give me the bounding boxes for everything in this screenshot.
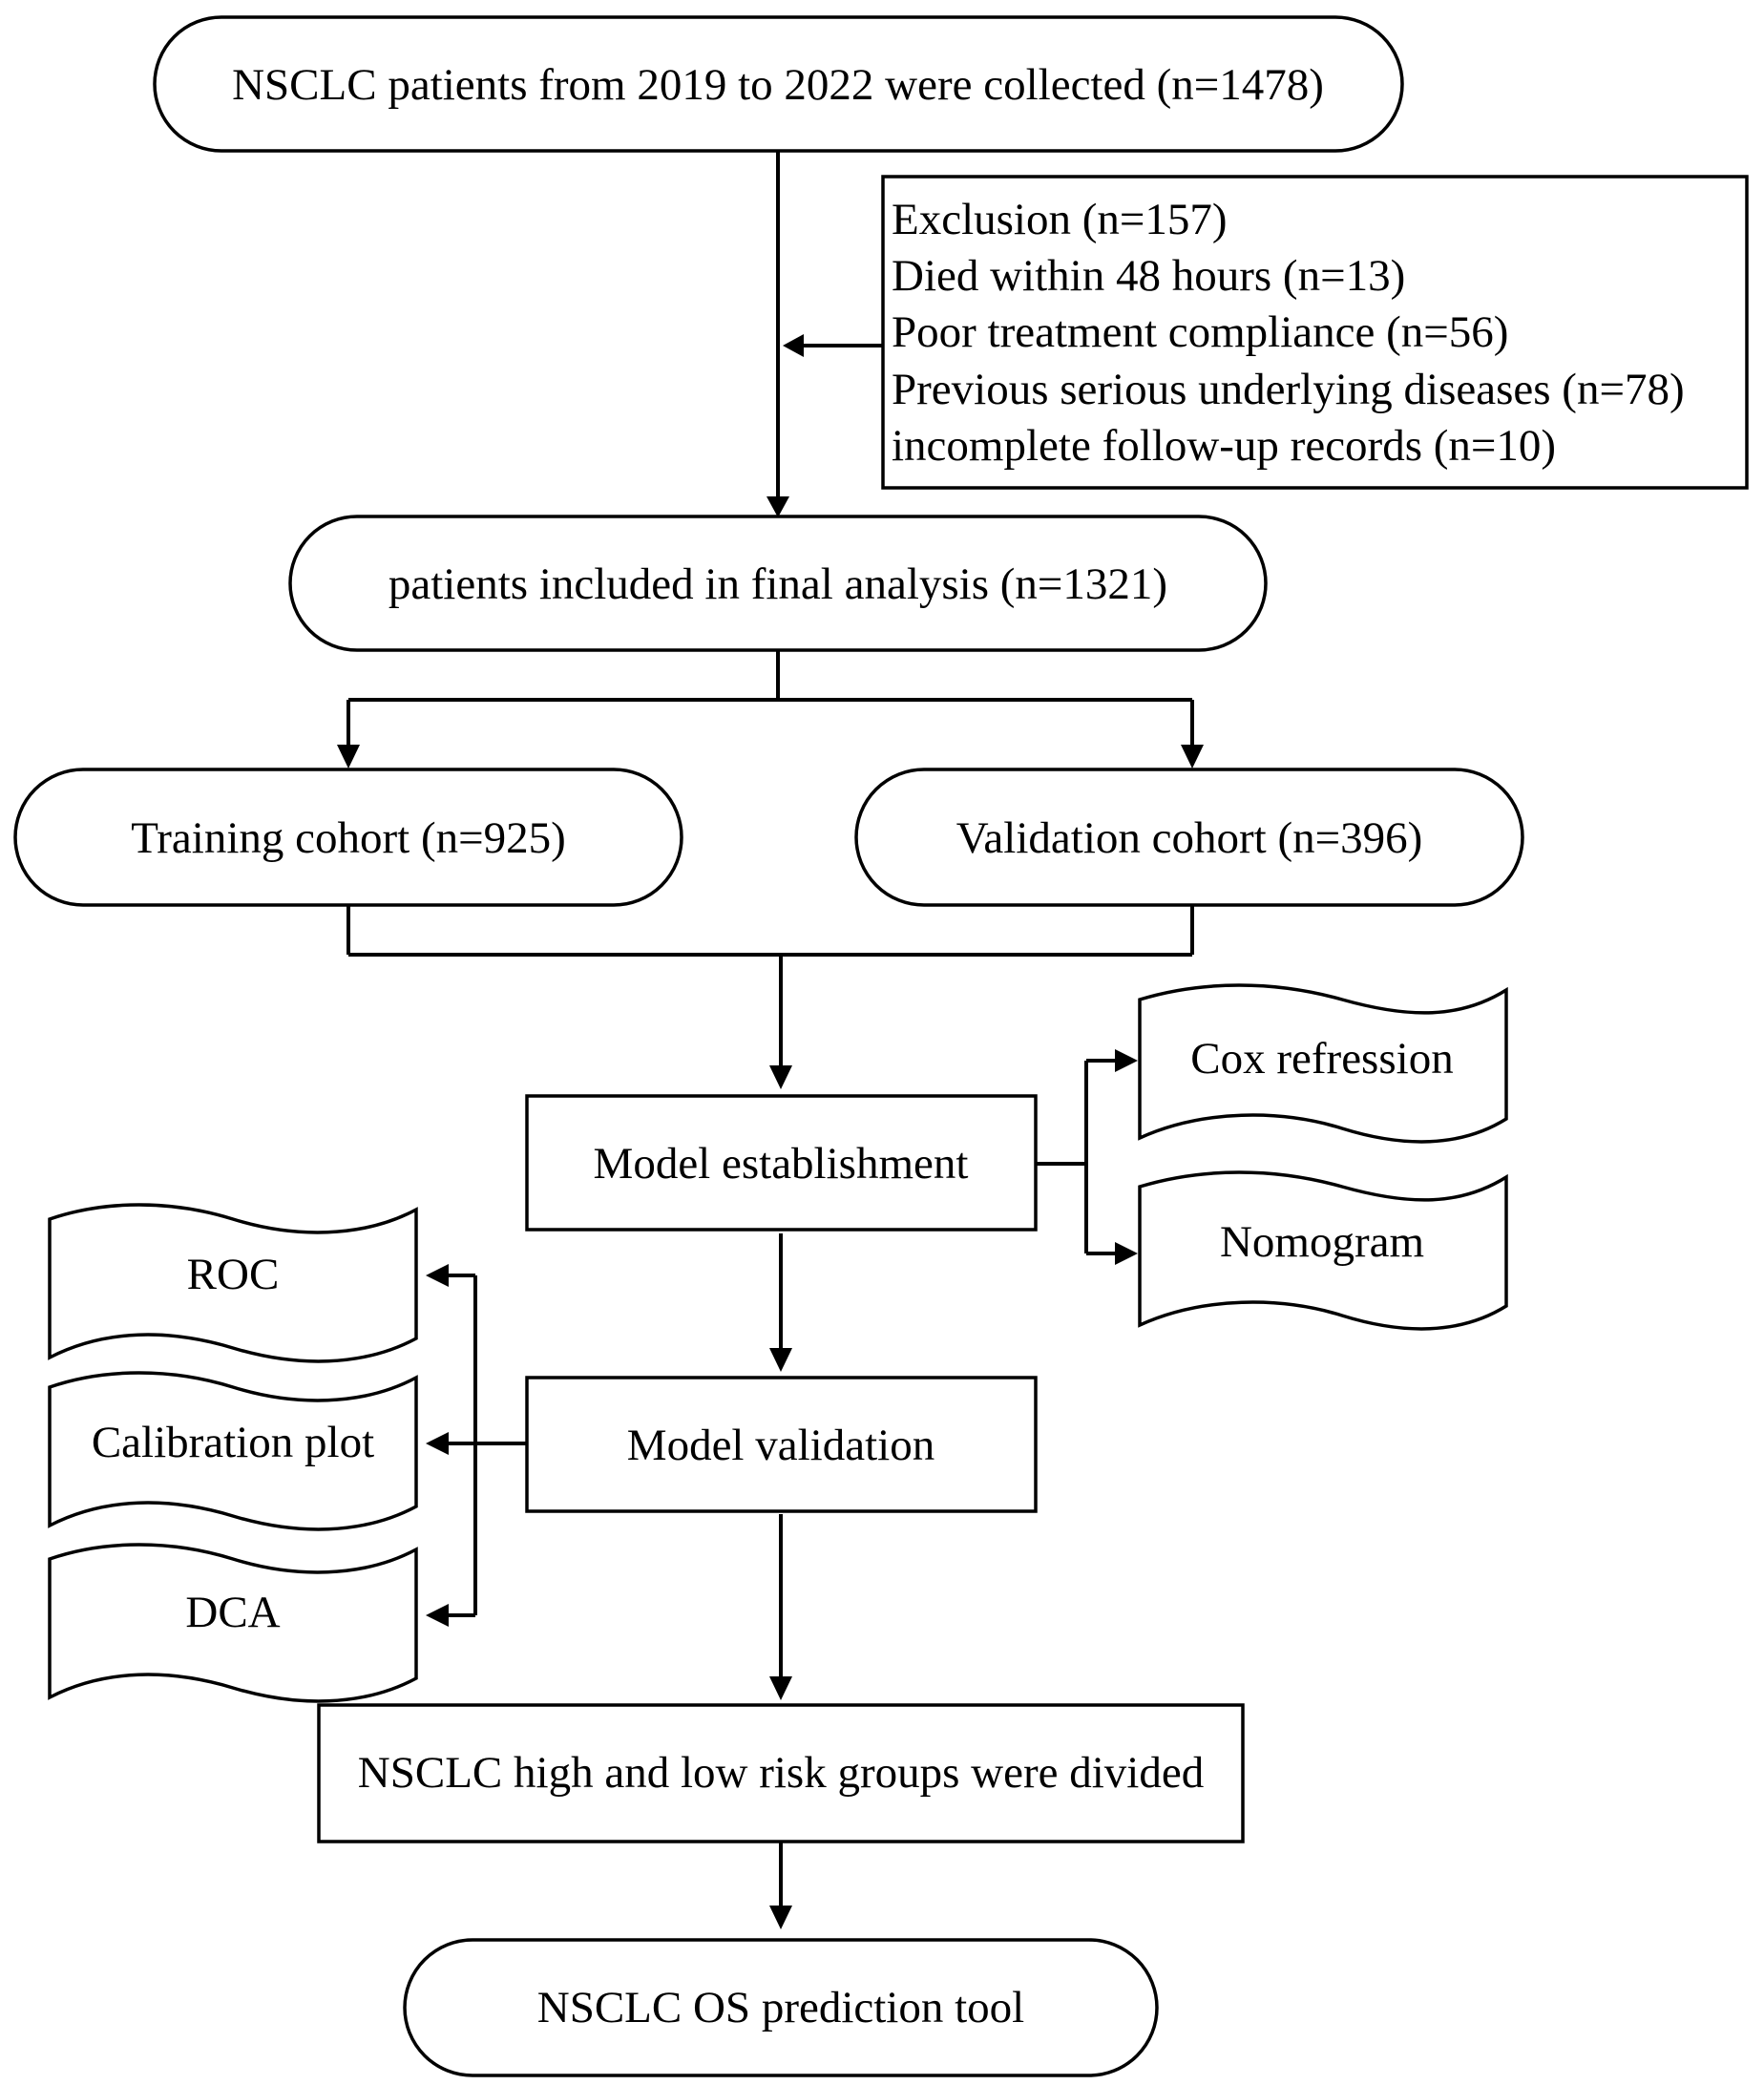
node-nomogram [1138,1170,1508,1331]
label-model-validation: Model validation [627,1421,934,1470]
labels: NSCLC patients from 2019 to 2022 were co… [92,60,1685,2032]
node-included [288,515,1268,652]
arrowheads [337,334,1204,1929]
label-exclusion-records: incomplete follow-up records (n=10) [892,421,1556,471]
label-risk-groups: NSCLC high and low risk groups were divi… [358,1748,1204,1798]
arrowhead-validation-cohort [1181,745,1204,769]
node-calibration [48,1371,418,1531]
node-model-validation [525,1376,1038,1513]
node-exclusion [881,175,1749,490]
node-training [13,768,683,907]
arrowhead-included [766,496,789,517]
label-collected: NSCLC patients from 2019 to 2022 were co… [232,60,1324,110]
label-exclusion-title: Exclusion (n=157) [892,195,1228,244]
arrowhead-risk [769,1676,792,1700]
label-nomogram: Nomogram [1220,1217,1424,1267]
label-dca: DCA [185,1588,280,1637]
node-roc [48,1203,418,1363]
arrowhead-nomogram [1115,1242,1138,1265]
node-risk-groups [317,1703,1245,1843]
nodes [13,15,1749,2077]
label-establishment: Model establishment [594,1139,969,1189]
label-exclusion-diseases: Previous serious underlying diseases (n=… [892,365,1685,414]
label-calibration: Calibration plot [92,1418,374,1467]
arrowhead-establishment [769,1065,792,1089]
arrowhead-roc [426,1264,449,1287]
arrowhead-tool [769,1906,792,1929]
arrowhead-cox [1115,1049,1138,1072]
label-exclusion-compliance: Poor treatment compliance (n=56) [892,307,1508,357]
node-tool [403,1938,1159,2077]
arrowhead-model-validation [769,1348,792,1372]
node-collected [153,15,1404,153]
label-validation-cohort: Validation cohort (n=396) [956,813,1423,863]
arrowhead-training [337,745,360,769]
label-included: patients included in final analysis (n=1… [388,559,1167,609]
arrowhead-calibration [426,1432,449,1455]
label-exclusion-died: Died within 48 hours (n=13) [892,251,1405,301]
label-cox: Cox refression [1190,1034,1453,1084]
node-dca [48,1543,418,1703]
node-validation-cohort [854,768,1524,907]
arrowhead-exclusion [783,334,804,357]
node-establishment [525,1094,1038,1232]
label-training: Training cohort (n=925) [131,813,566,863]
node-cox [1138,983,1508,1144]
label-roc: ROC [187,1250,280,1299]
connectors [346,151,1194,1906]
arrowhead-dca [426,1604,449,1627]
label-tool: NSCLC OS prediction tool [537,1983,1024,2032]
